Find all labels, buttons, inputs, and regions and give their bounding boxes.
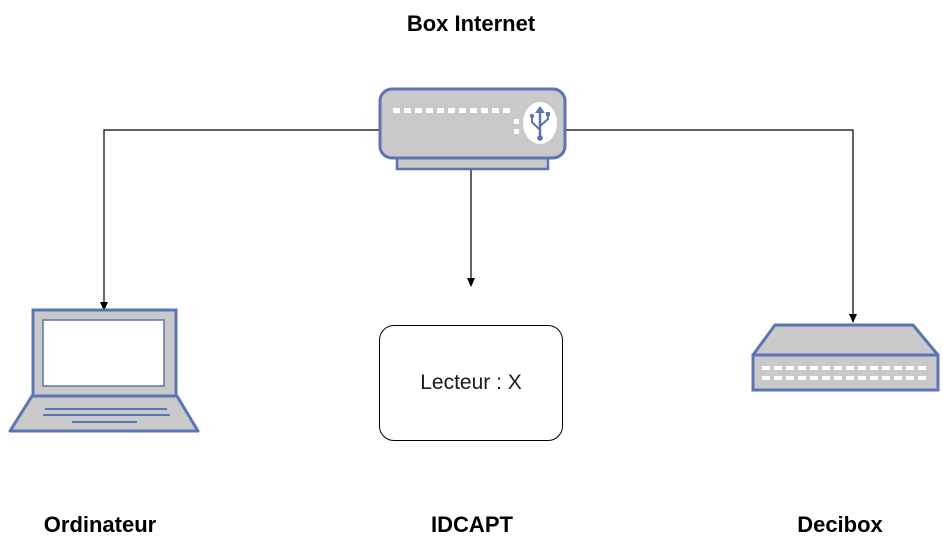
usb-icon — [529, 106, 550, 141]
edge-box-to-ordinateur — [100, 129, 380, 311]
box-internet-label: Box Internet — [406, 11, 536, 36]
router-icon — [378, 87, 567, 171]
network-switch-icon — [751, 323, 940, 392]
decibox-label: Decibox — [797, 512, 883, 537]
idcapt-label: IDCAPT — [431, 512, 513, 537]
ordinateur-label: Ordinateur — [43, 512, 157, 537]
reader-text: Lecteur : X — [420, 371, 522, 394]
laptop-icon — [8, 308, 200, 433]
edge-box-to-decibox — [565, 129, 857, 323]
idcapt-reader-box: Lecteur : X — [379, 325, 563, 441]
